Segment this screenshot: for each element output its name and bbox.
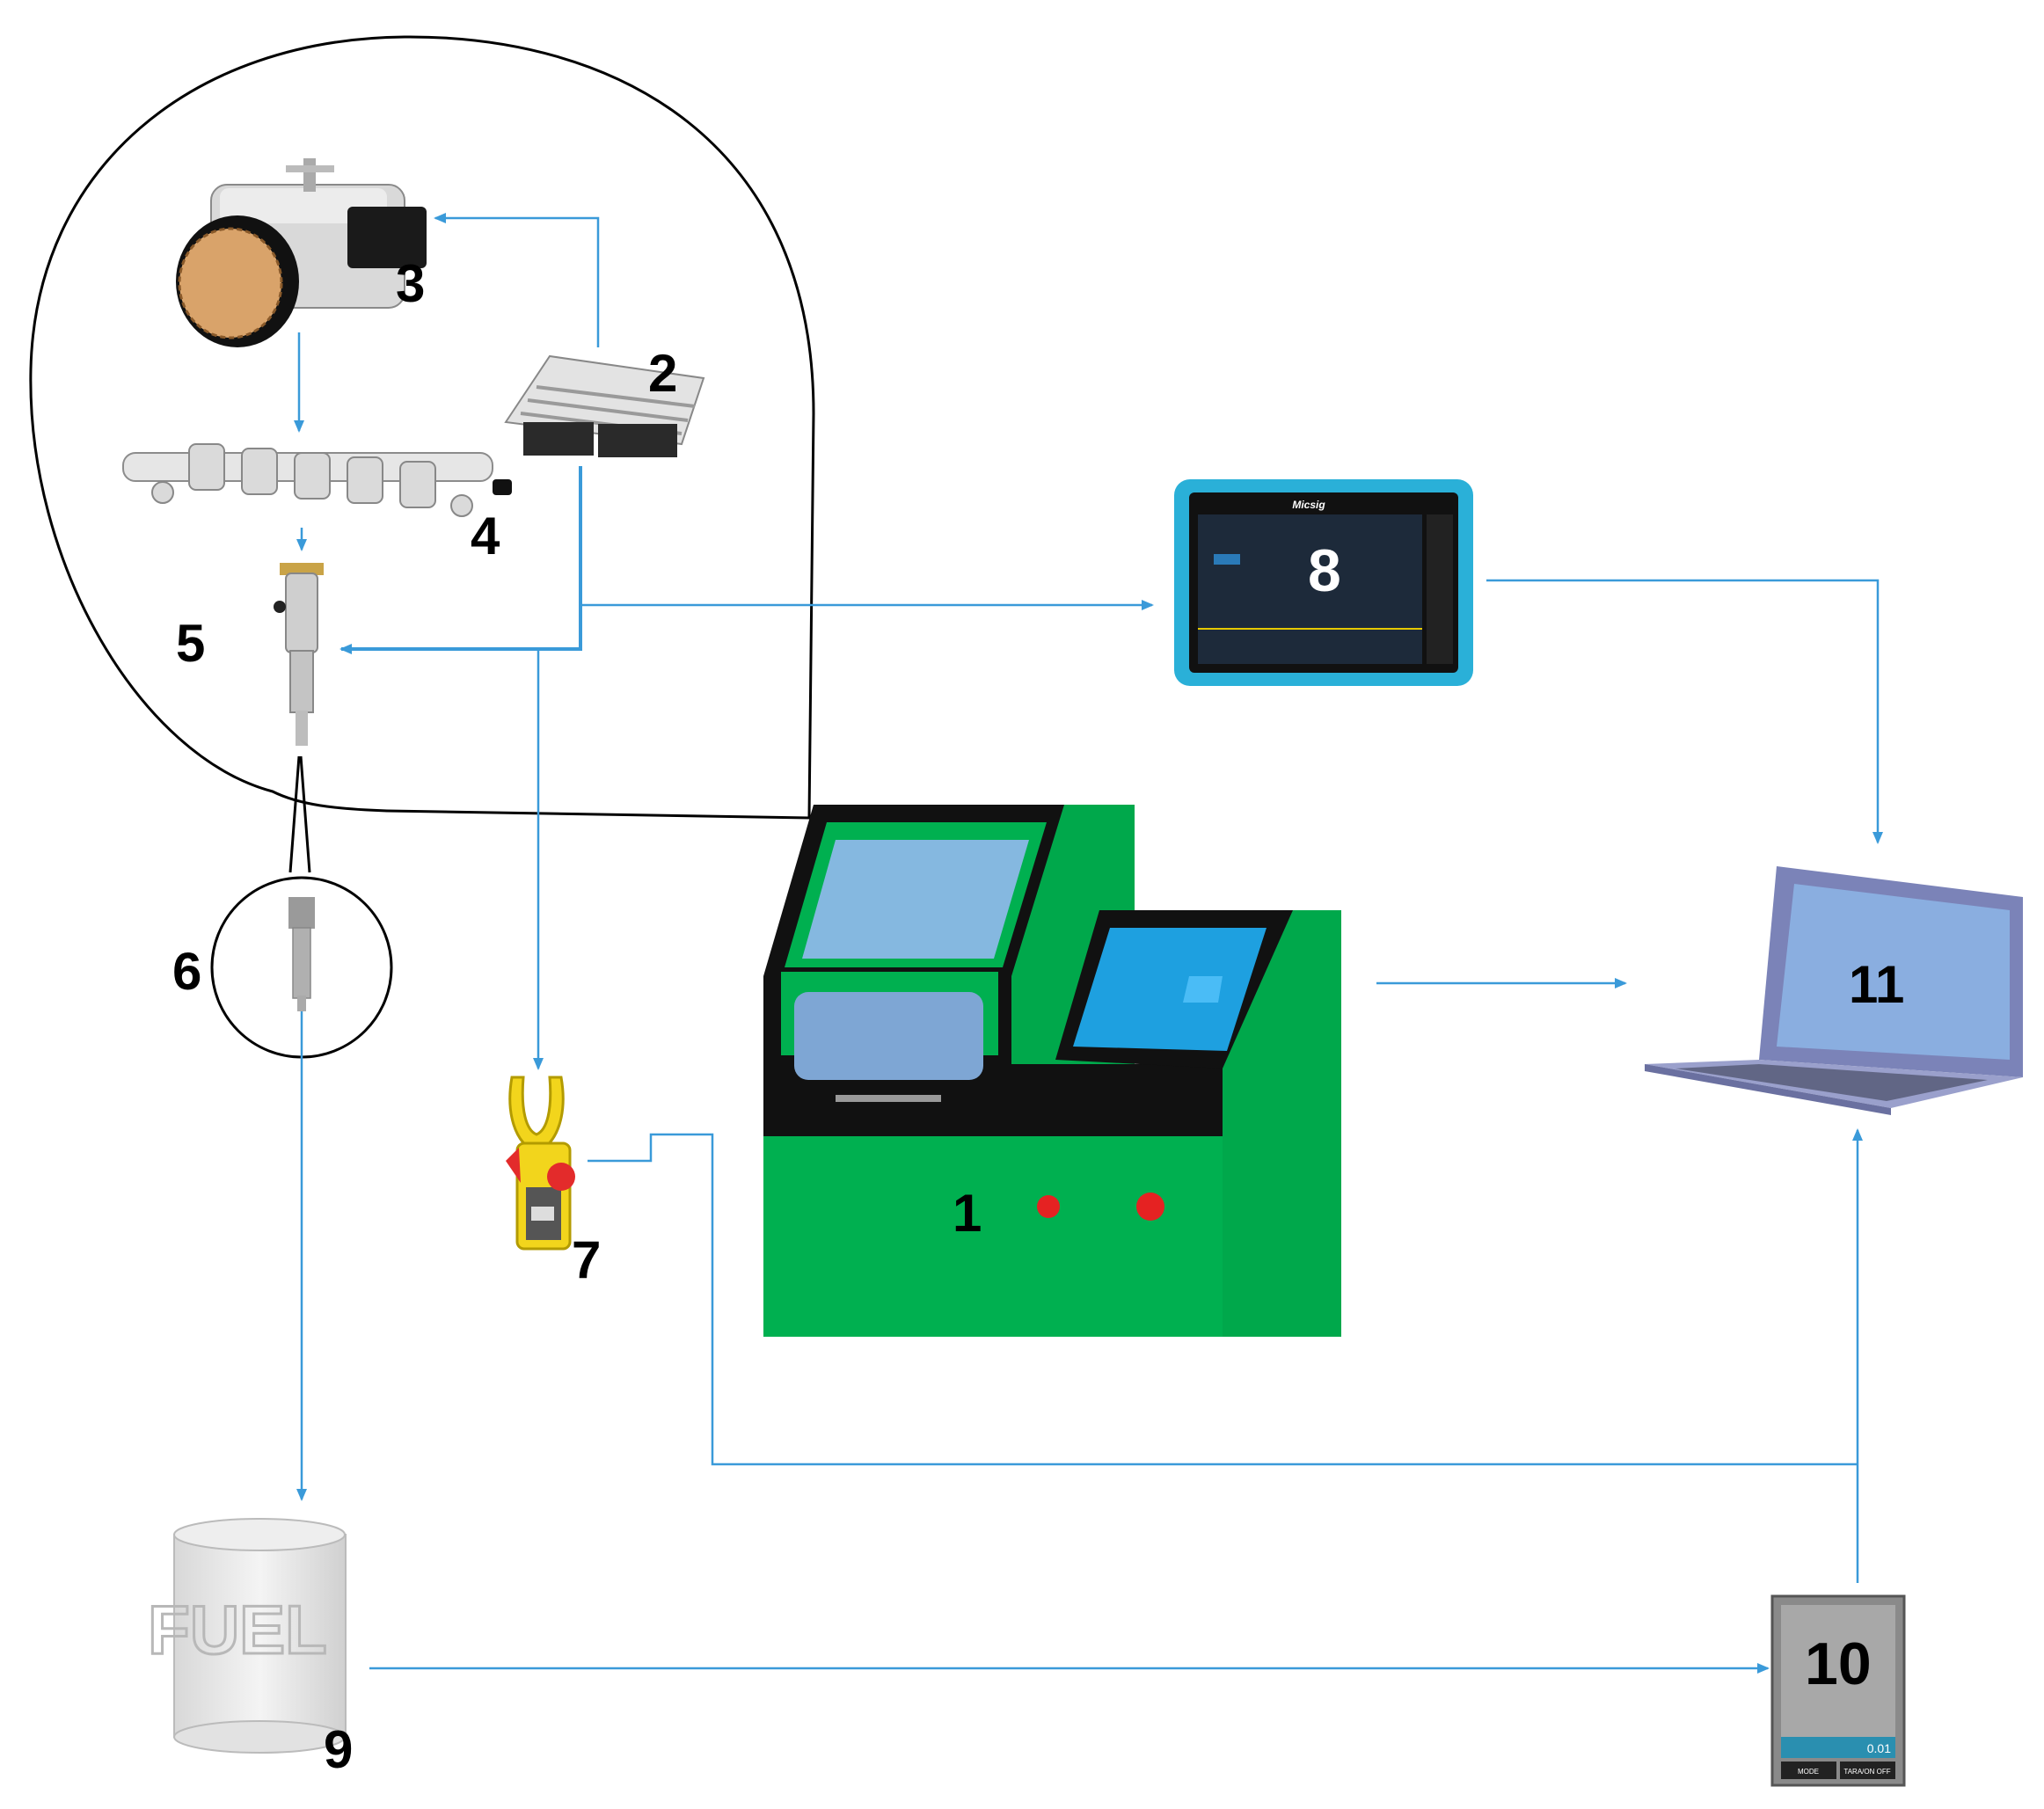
label-10: 10 — [1805, 1630, 1872, 1697]
enclosure-outline — [29, 35, 815, 820]
label-3: 3 — [396, 254, 425, 313]
label-9: 9 — [324, 1720, 353, 1779]
common-rail-icon — [122, 443, 512, 517]
label-2: 2 — [648, 344, 677, 403]
pump-icon — [176, 158, 427, 347]
label-11: 11 — [1849, 955, 1904, 1014]
test-bench-icon — [763, 805, 1341, 1337]
label-5: 5 — [176, 614, 205, 673]
injector-icon — [274, 563, 324, 746]
zoom-line-left — [288, 755, 301, 873]
arrow-2-to-3 — [434, 213, 600, 347]
label-6: 6 — [172, 942, 201, 1001]
label-1: 1 — [953, 1184, 982, 1243]
fuel-tank-icon: FUEL — [147, 1518, 347, 1754]
label-8: 8 — [1308, 537, 1341, 604]
zoom-line-right — [299, 755, 311, 873]
connections — [294, 213, 1883, 1674]
scale-reading: 0.01 — [1867, 1741, 1891, 1755]
scale-button-mode: MODE — [1798, 1768, 1819, 1776]
oscilloscope-icon: Micsig — [1174, 479, 1473, 686]
oscilloscope-brand: Micsig — [1292, 499, 1325, 511]
clamp-meter-icon — [506, 1076, 575, 1251]
arrow-8-to-11 — [1486, 579, 1883, 844]
scale-button-tara: TARA/ON OFF — [1843, 1768, 1890, 1776]
label-4: 4 — [471, 507, 500, 565]
arrow-7-to-11 — [588, 1133, 1858, 1466]
nozzle-icon — [288, 897, 315, 1011]
arrow-2-to-5 — [339, 466, 582, 654]
laptop-icon — [1645, 866, 2023, 1115]
fuel-tank-label: FUEL — [148, 1591, 327, 1668]
scale-icon: 0.01 MODE TARA/ON OFF — [1770, 1594, 1906, 1787]
label-7: 7 — [572, 1230, 601, 1289]
ecu-icon — [504, 354, 705, 457]
